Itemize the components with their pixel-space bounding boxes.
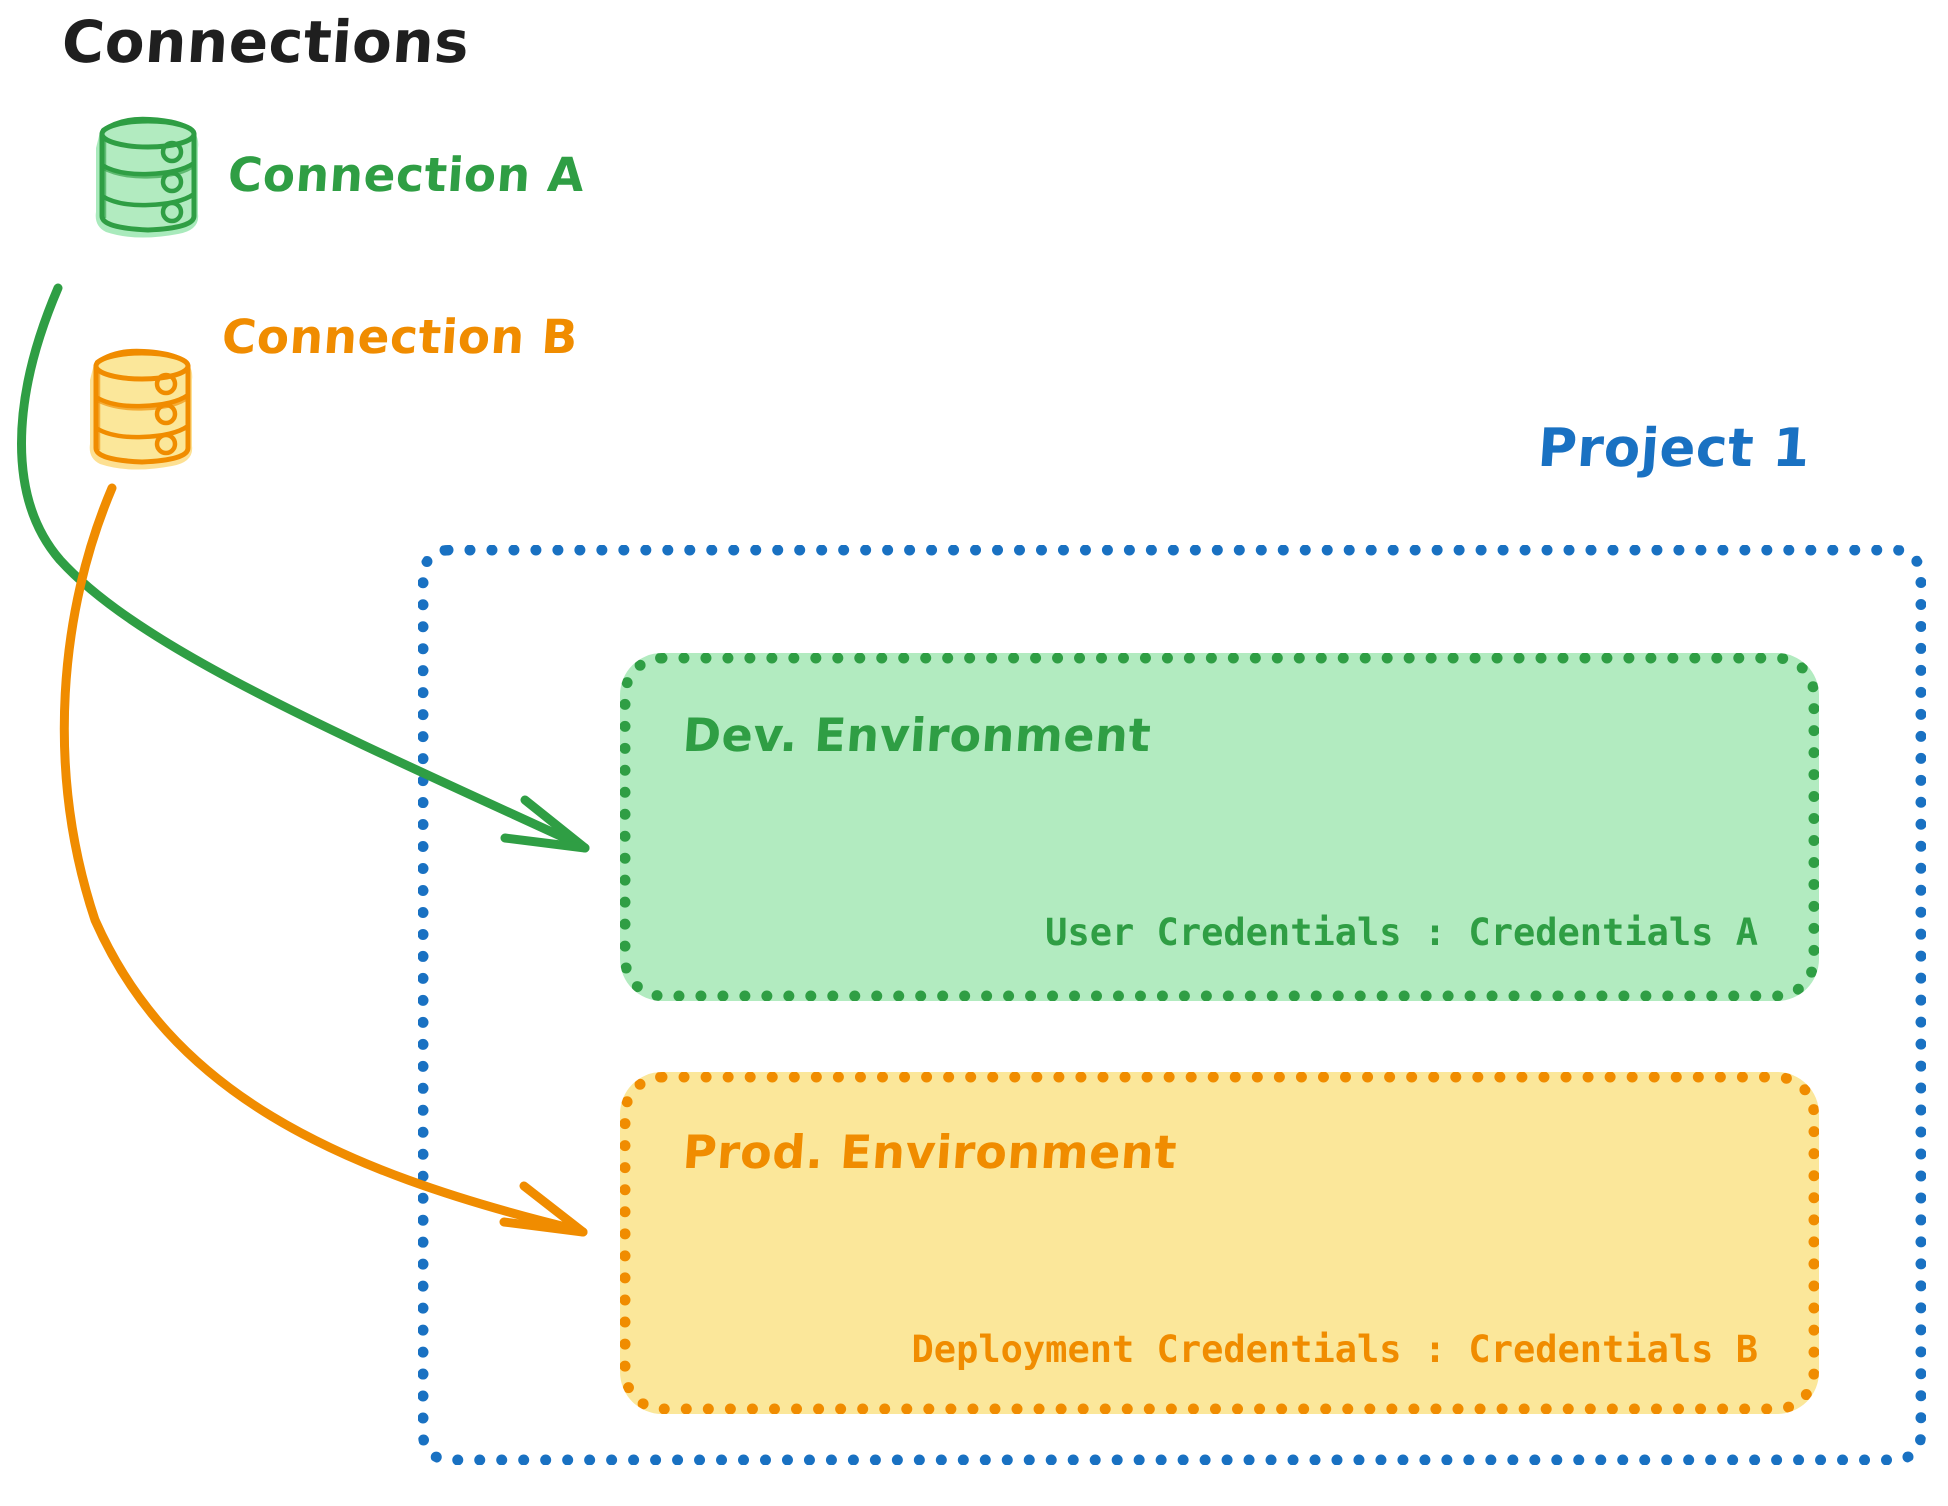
prod-environment-credentials: Deployment Credentials : Credentials B <box>911 1328 1758 1371</box>
database-cylinder-icon-connection-b <box>89 348 193 470</box>
database-cylinder-icon-connection-a <box>95 116 199 238</box>
prod-environment-box: Prod. Environment Deployment Credentials… <box>620 1072 1819 1414</box>
dev-environment-box: Dev. Environment User Credentials : Cred… <box>620 653 1819 1001</box>
prod-environment-title: Prod. Environment <box>681 1125 1179 1179</box>
connection-a-label: Connection A <box>226 148 587 203</box>
page-title: Connections <box>59 8 472 76</box>
project-label: Project 1 <box>1535 418 1813 479</box>
dev-environment-credentials: User Credentials : Credentials A <box>1045 911 1758 954</box>
dev-environment-title: Dev. Environment <box>681 708 1153 762</box>
connection-b-label: Connection B <box>220 310 580 365</box>
